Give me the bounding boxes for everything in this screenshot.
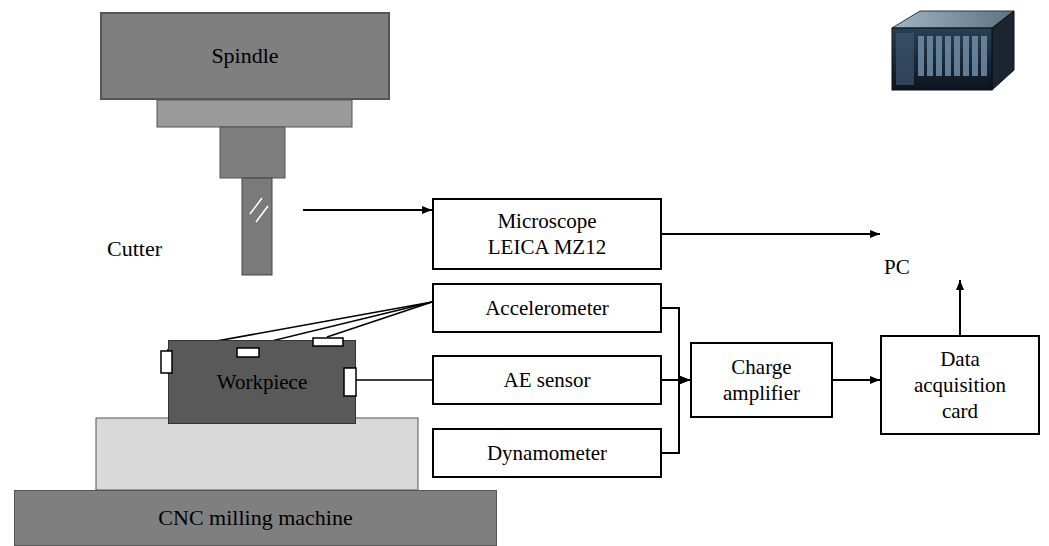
computer-icon: PC	[880, 8, 1020, 280]
machine-base: CNC milling machine	[14, 490, 497, 546]
workpiece-block: Workpiece	[168, 340, 356, 424]
signal-arrow	[662, 308, 690, 380]
node-text: AE sensor	[504, 367, 591, 393]
node-text: Spindle	[211, 42, 278, 70]
node-text: CNC milling machine	[158, 504, 352, 532]
node-text: Dynamometer	[487, 440, 607, 466]
node-text: Microscope LEICA MZ12	[469, 208, 625, 261]
part-label: Cutter	[107, 236, 162, 262]
process-box: Microscope LEICA MZ12	[432, 198, 662, 270]
cutter-flute	[256, 206, 268, 222]
signal-arrow	[662, 233, 880, 235]
sensor-wire	[355, 379, 432, 381]
process-box: Data acquisition card	[880, 335, 1040, 435]
node-text: PC	[884, 254, 910, 280]
tool-holder	[220, 127, 285, 178]
sensor-box: Dynamometer	[432, 428, 662, 478]
sensor-box: Accelerometer	[432, 283, 662, 333]
sensor-box: AE sensor	[432, 355, 662, 405]
process-box: Charge amplifier	[690, 342, 833, 418]
end-mill-cutter	[242, 178, 272, 275]
node-text: Charge amplifier	[704, 354, 819, 407]
spindle-flange	[157, 100, 352, 127]
signal-arrow	[833, 379, 880, 381]
node-text: Accelerometer	[485, 295, 609, 321]
machine-table	[96, 418, 418, 490]
sensor-wire	[327, 302, 432, 337]
node-text: Workpiece	[217, 369, 307, 395]
signal-arrow	[662, 380, 690, 453]
observation-arrow	[303, 209, 432, 211]
signal-arrow	[959, 280, 961, 335]
spindle-block: Spindle	[100, 12, 390, 100]
cutter-flute	[250, 198, 262, 214]
node-text: Data acquisition card	[900, 346, 1020, 425]
pc-icon	[880, 8, 1020, 98]
